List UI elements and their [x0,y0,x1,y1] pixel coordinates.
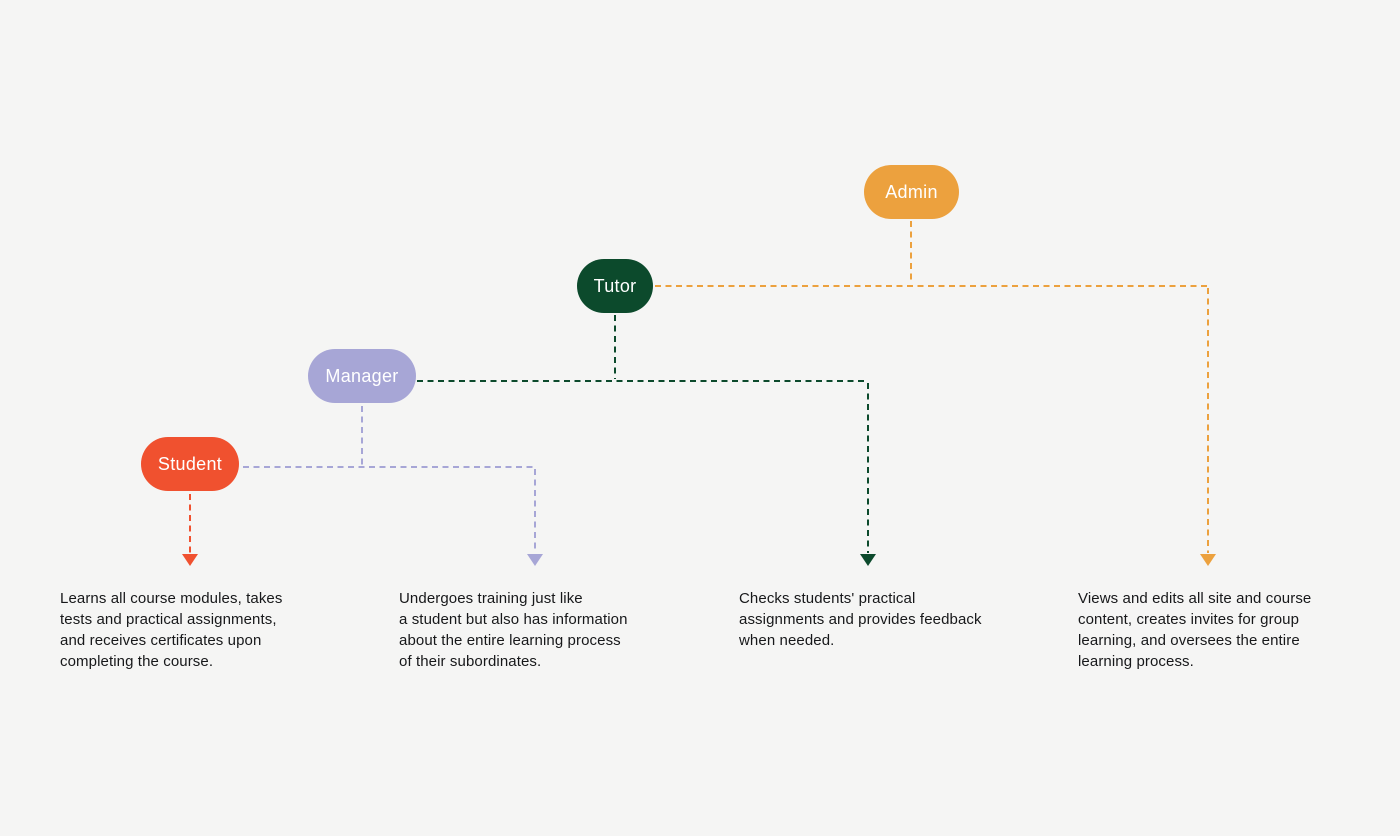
role-pill-tutor-label: Tutor [593,275,637,296]
tutor-connector-line [417,315,869,553]
role-pill-tutor: Tutor [577,259,653,313]
student-arrow-icon [182,554,198,566]
role-pill-manager: Manager [308,349,416,403]
role-description-manager: Undergoes training just like a student b… [399,590,628,670]
role-description-admin: Views and edits all site and course cont… [1078,590,1312,670]
manager-connector-line [243,406,536,553]
admin-connector-line [655,221,1209,553]
role-description-tutor: Checks students' practical assignments a… [739,590,982,649]
tutor-arrow-icon [860,554,876,566]
role-pill-student: Student [141,437,239,491]
role-pill-student-label: Student [157,453,223,474]
admin-arrow-icon [1200,554,1216,566]
role-pill-admin: Admin [864,165,959,219]
manager-arrow-icon [527,554,543,566]
role-pill-admin-label: Admin [885,181,938,202]
role-description-student: Learns all course modules, takes tests a… [60,590,283,670]
role-pill-manager-label: Manager [325,365,399,386]
